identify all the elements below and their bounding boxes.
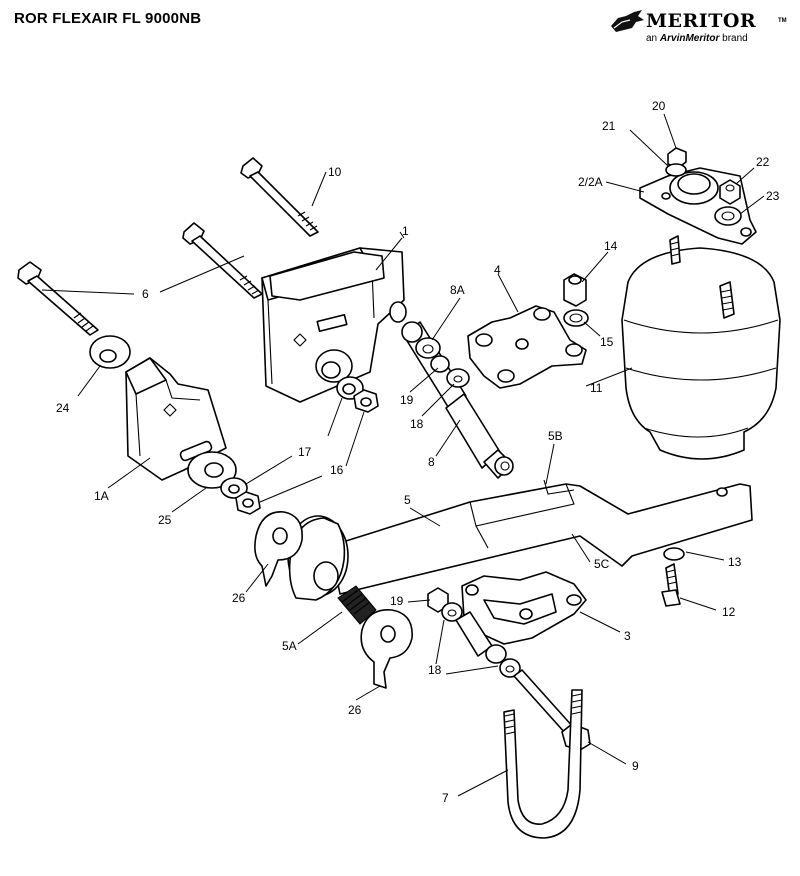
callout-5A: 5A — [282, 639, 297, 653]
callout-25: 25 — [158, 513, 172, 527]
nut-14 — [563, 273, 587, 307]
callout-1: 1 — [402, 224, 409, 238]
nut-22 — [719, 179, 741, 205]
nut-16 — [353, 389, 379, 413]
callout-5: 5 — [404, 493, 411, 507]
callout-7: 7 — [442, 791, 449, 805]
callout-17: 17 — [298, 445, 312, 459]
washer-18-lower-a — [441, 602, 463, 622]
callout-22: 22 — [756, 155, 770, 169]
callout-19-lower: 19 — [390, 594, 404, 608]
axle-seat-3 — [461, 571, 587, 645]
trailing-arm-5 — [287, 479, 753, 601]
callout-19-upper: 19 — [400, 393, 414, 407]
leader-lines — [41, 113, 765, 797]
callout-1A: 1A — [94, 489, 109, 503]
callout-26-upper: 26 — [232, 591, 246, 605]
washer-18-upper — [446, 368, 470, 388]
washer-24 — [89, 335, 131, 369]
washer-25 — [187, 451, 237, 489]
washer-18-lower-b — [485, 644, 507, 664]
bolt-6 — [182, 222, 263, 299]
diagram-title: ROR FLEXAIR FL 9000NB — [14, 10, 202, 27]
top-plate-4 — [467, 305, 587, 389]
callout-21: 21 — [602, 119, 616, 133]
bushing-8A — [415, 337, 441, 359]
callout-5B: 5B — [548, 429, 563, 443]
washer-plate-26-upper — [254, 511, 303, 587]
bull-logo-icon — [611, 10, 644, 32]
washer-17 — [336, 376, 364, 400]
callout-8: 8 — [428, 455, 435, 469]
callout-2-2A: 2/2A — [578, 175, 603, 189]
bolt-10 — [240, 157, 319, 237]
bolt-12 — [661, 563, 681, 607]
callout-26-lower: 26 — [348, 703, 362, 717]
washer-19-upper — [430, 355, 450, 373]
brand-tagline: an ArvinMeritor brand — [646, 33, 748, 44]
callout-3: 3 — [624, 629, 631, 643]
callout-18-upper: 18 — [410, 417, 424, 431]
washer-23 — [714, 206, 742, 226]
washer-21 — [665, 163, 687, 177]
meritor-logo: MERITOR TM an ArvinMeritor brand — [606, 6, 796, 48]
callout-18-lower: 18 — [428, 663, 442, 677]
brand-name: MERITOR — [646, 10, 757, 32]
u-bolt-7 — [503, 689, 583, 839]
callout-labels: 1 1A 2/2A 3 4 5 5A 5B 5C 6 7 8 8A 9 10 1… — [56, 99, 780, 805]
callout-12: 12 — [722, 605, 736, 619]
callout-13: 13 — [728, 555, 742, 569]
washer-15 — [563, 309, 589, 327]
callout-23: 23 — [766, 189, 780, 203]
nut-16-lower — [235, 491, 261, 515]
hanger-bracket-1 — [261, 247, 407, 403]
washer-13 — [663, 547, 685, 561]
air-spring-11 — [621, 235, 781, 460]
callout-6: 6 — [142, 287, 149, 301]
washer-plate-26-lower — [360, 609, 413, 689]
callout-4: 4 — [494, 263, 501, 277]
callout-5C: 5C — [594, 557, 610, 571]
bracket-2-2A — [639, 167, 757, 245]
brand-trademark: TM — [778, 18, 787, 24]
callout-11: 11 — [590, 381, 603, 395]
callout-10: 10 — [328, 165, 342, 179]
hanger-bracket-1A — [125, 357, 227, 481]
pin-5A — [337, 585, 377, 625]
callout-8A: 8A — [450, 283, 465, 297]
callout-24: 24 — [56, 401, 70, 415]
washer-18-lower-c — [499, 658, 521, 678]
callout-16: 16 — [330, 463, 344, 477]
bolt-long — [17, 261, 99, 336]
washer-17-lower — [220, 477, 248, 499]
callout-9: 9 — [632, 759, 639, 773]
callout-20: 20 — [652, 99, 666, 113]
callout-15: 15 — [600, 335, 614, 349]
callout-14: 14 — [604, 239, 618, 253]
